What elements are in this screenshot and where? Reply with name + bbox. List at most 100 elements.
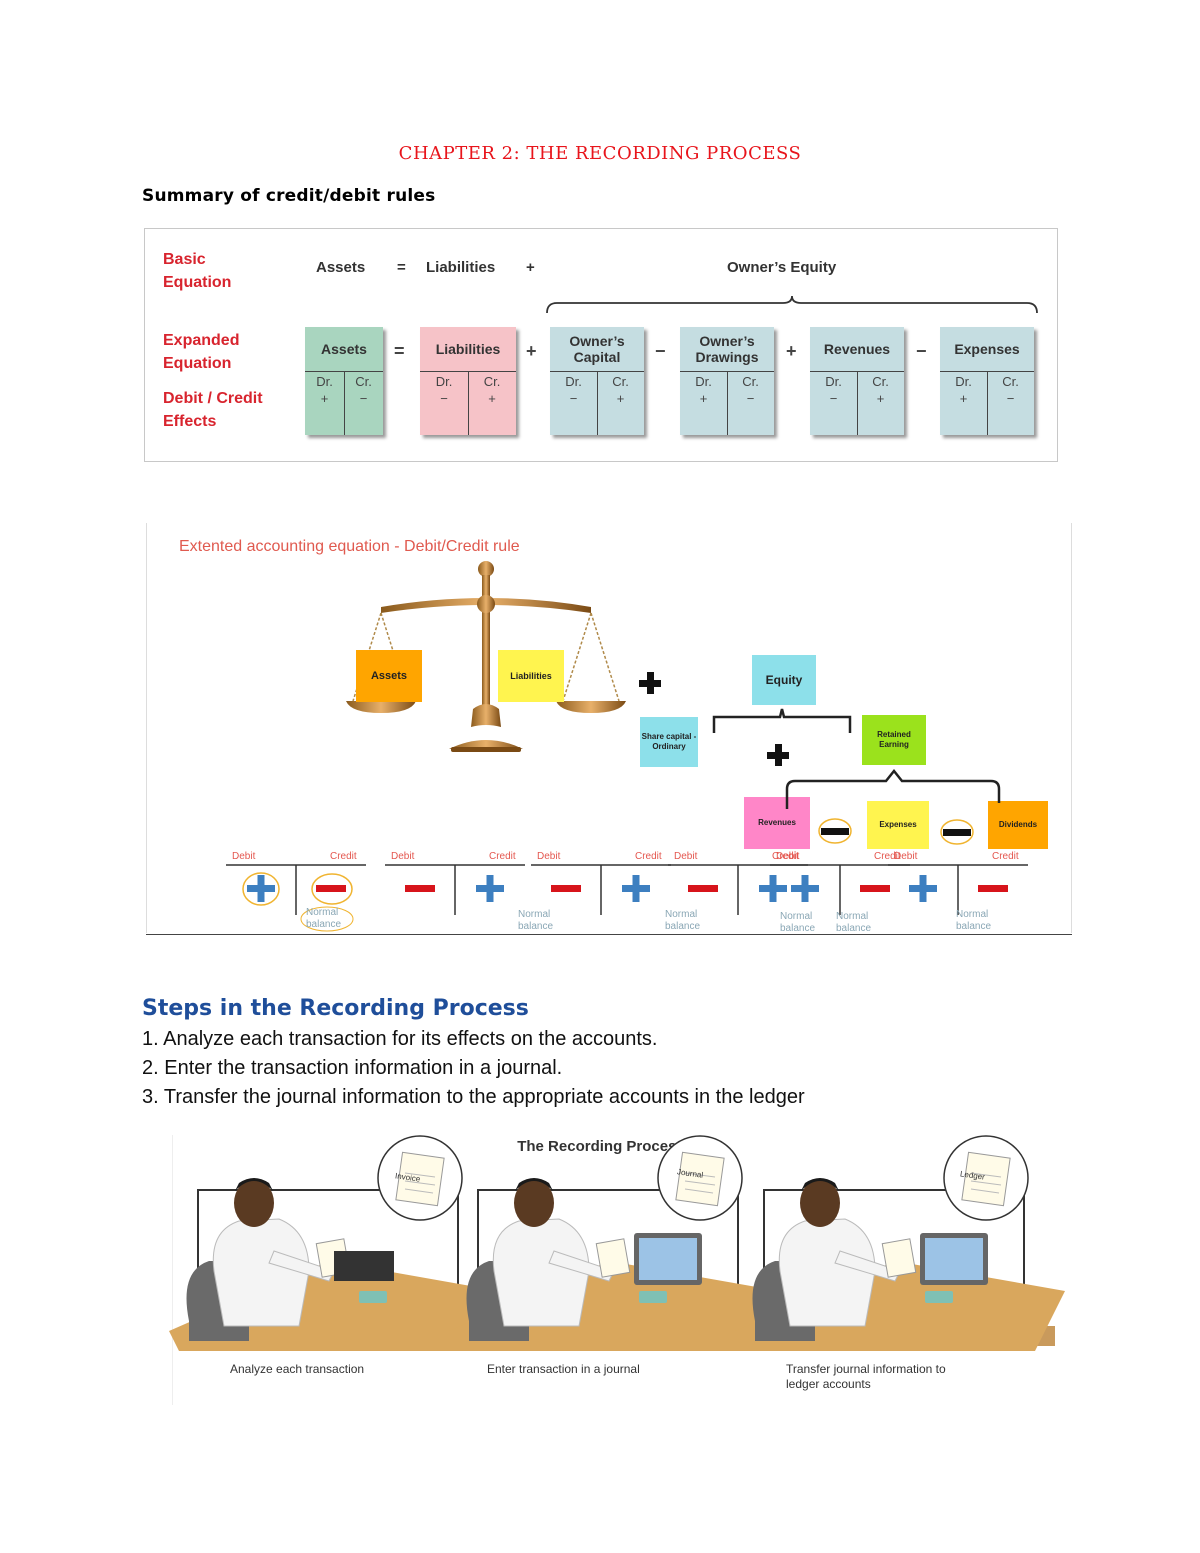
chapter-title: CHAPTER 2: THE RECORDING PROCESS	[398, 143, 802, 164]
minus-icon-2-circle	[940, 819, 974, 845]
t-account-title: Assets	[305, 327, 383, 372]
plus-sign-icon-2-1	[622, 885, 650, 892]
credit-label-4: Credit	[874, 851, 901, 862]
t-account-title: Owner’s Capital	[550, 327, 644, 372]
plus-sign-icon-4-0	[791, 885, 819, 892]
t-account-title: Expenses	[940, 327, 1034, 372]
minus-sign-icon-4-1	[860, 885, 890, 892]
t-account-credit: Cr.+	[483, 374, 501, 406]
equity-brace	[712, 708, 852, 733]
t-account-credit: Cr.−	[1002, 374, 1019, 406]
operator-0: =	[394, 341, 405, 361]
liabilities-box: Liabilities	[498, 650, 564, 702]
process-panel-2	[735, 1135, 1065, 1351]
plus-sign-icon-1-1	[476, 885, 504, 892]
t-account-title: Liabilities	[420, 327, 516, 372]
plus-sign-icon-3-1-v	[769, 875, 777, 902]
credit-label-3: Credit	[772, 851, 799, 862]
normal-balance-label-0: Normal balance	[306, 907, 342, 930]
t-account-title: Owner’s Drawings	[680, 327, 774, 372]
process-panel-1	[449, 1135, 779, 1351]
credit-label-1: Credit	[489, 851, 516, 862]
debit-label-5: Debit	[894, 851, 918, 862]
credit-label-5: Credit	[992, 851, 1019, 862]
operator-2: −	[655, 341, 666, 361]
normal-balance-label-2: Normal balance	[665, 909, 701, 932]
plus-sign-icon-0-0	[247, 885, 275, 892]
basic-liabilities: Liabilities	[426, 259, 496, 276]
t-account-debit: Dr.+	[316, 374, 333, 406]
basic-owners-equity: Owner’s Equity	[727, 259, 837, 276]
step-1: 1. Analyze each transaction for its effe…	[142, 1028, 658, 1050]
debit-label-4: Debit	[776, 851, 800, 862]
normal-balance-label-5: Normal balance	[956, 909, 992, 932]
minus-sign-icon-3-0	[688, 885, 718, 892]
credit-label-2: Credit	[635, 851, 662, 862]
minus-sign-icon-0-1	[316, 885, 346, 892]
t-account-debit: Dr.+	[955, 374, 972, 406]
share-capital-box: Share capital - Ordinary	[640, 717, 698, 767]
expenses-box: Expenses	[867, 801, 929, 849]
plus-icon	[639, 680, 661, 687]
t-account-credit: Cr.−	[355, 374, 372, 406]
debit-label-0: Debit	[232, 851, 256, 862]
highlight-circle	[242, 872, 280, 906]
basic-plus: +	[526, 259, 535, 276]
accountant-illustration	[449, 1178, 779, 1351]
basic-assets: Assets	[316, 259, 366, 276]
plus-sign-icon-1-1-v	[486, 875, 494, 902]
zoom-bubble-icon	[377, 1135, 463, 1221]
t-account-credit: Cr.+	[612, 374, 629, 406]
zoom-bubble-icon	[657, 1135, 743, 1221]
equity-box: Equity	[752, 655, 816, 705]
t-account-title: Revenues	[810, 327, 904, 372]
minus-icon	[821, 828, 849, 835]
plus-icon-2-v	[775, 744, 782, 766]
basic-equals: =	[397, 259, 406, 276]
plus-sign-icon-4-0-v	[801, 875, 809, 902]
operator-4: −	[916, 341, 927, 361]
plus-icon-2	[767, 752, 789, 759]
t-account-credit: Cr.+	[872, 374, 889, 406]
assets-box: Assets	[356, 650, 422, 702]
dividends-box: Dividends	[988, 801, 1048, 849]
t-account-credit: Cr.−	[742, 374, 759, 406]
plus-sign-icon-5-0-v	[919, 875, 927, 902]
normal-balance-label-4: Normal balance	[836, 911, 872, 934]
extended-figure-title: Extented accounting equation - Debit/Cre…	[179, 538, 520, 555]
normal-balance-label-3: Normal balance	[780, 911, 816, 934]
highlight-circle-2	[311, 873, 353, 905]
accountant-illustration	[735, 1178, 1065, 1351]
t-account-debit: Dr.+	[695, 374, 712, 406]
minus-sign-icon-2-0	[551, 885, 581, 892]
minus-sign-icon-5-1	[978, 885, 1008, 892]
minus-sign-icon-1-0	[405, 885, 435, 892]
process-caption-1: Enter transaction in a journal	[487, 1362, 640, 1376]
debit-label-3: Debit	[674, 851, 698, 862]
minus-icon-circle	[818, 818, 852, 844]
t-account-debit: Dr.−	[825, 374, 842, 406]
step-3: 3. Transfer the journal information to t…	[142, 1086, 805, 1108]
process-panel-0	[169, 1135, 499, 1351]
accountant-illustration	[169, 1178, 499, 1351]
step-2: 2. Enter the transaction information in …	[142, 1057, 563, 1079]
operator-3: +	[786, 341, 797, 361]
steps-heading: Steps in the Recording Process	[142, 996, 529, 1021]
recording-process-title: The Recording Process	[517, 1138, 685, 1155]
process-caption-0: Analyze each transaction	[230, 1362, 365, 1376]
plus-sign-icon-3-1	[759, 885, 787, 892]
t-account-debit: Dr.−	[565, 374, 582, 406]
debit-label-1: Debit	[391, 851, 415, 862]
plus-sign-icon-2-1-v	[632, 875, 640, 902]
debit-label-2: Debit	[537, 851, 561, 862]
